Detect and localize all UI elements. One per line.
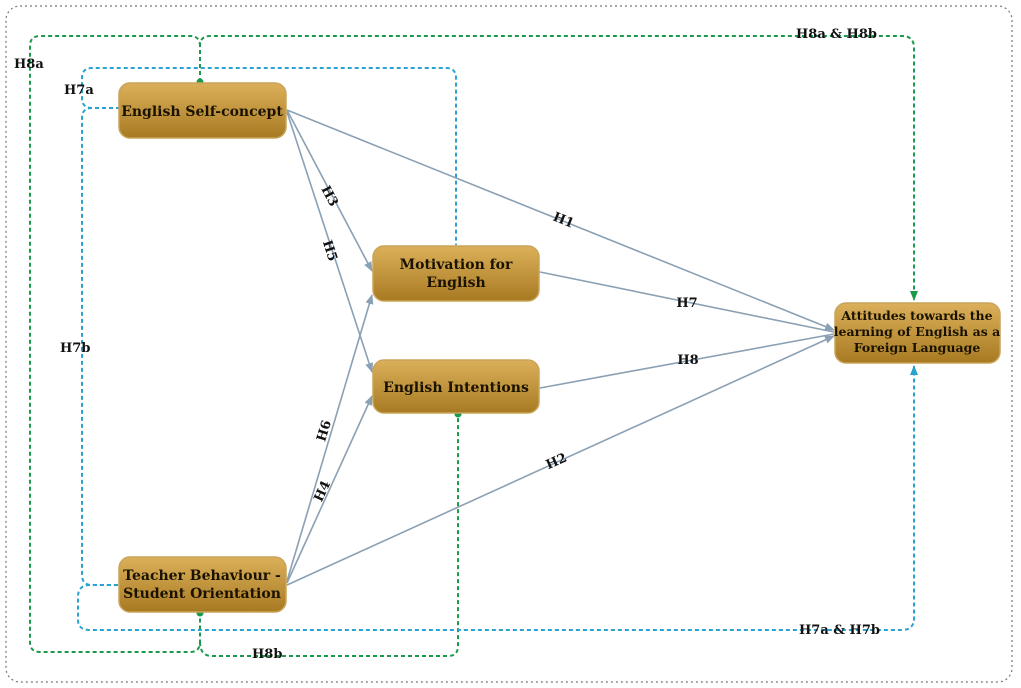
label-h2: H2 bbox=[544, 451, 570, 473]
node-motivation-for-english: Motivation for English bbox=[372, 245, 540, 302]
label-h7a: H7a bbox=[64, 83, 94, 98]
direct-arrows bbox=[286, 109, 835, 586]
node-label-line3: Foreign Language bbox=[854, 340, 981, 355]
node-label-line2: English bbox=[426, 275, 485, 291]
node-label-line2: Student Orientation bbox=[123, 586, 281, 602]
node-label-line1: Attitudes towards the bbox=[840, 308, 992, 323]
arrow-h2 bbox=[286, 335, 835, 586]
label-h5: H5 bbox=[319, 238, 340, 263]
arrow-h6 bbox=[286, 294, 374, 582]
label-h7: H7 bbox=[676, 296, 697, 311]
label-h8a-h8b: H8a & H8b bbox=[796, 27, 877, 42]
label-h7a-h7b: H7a & H7b bbox=[799, 623, 880, 638]
arrow-h5 bbox=[286, 111, 374, 373]
node-label-line2: learning of English as a bbox=[834, 324, 1000, 339]
label-h8b: H8b bbox=[252, 647, 282, 662]
node-english-intentions: English Intentions bbox=[372, 359, 540, 414]
arrow-h1 bbox=[286, 109, 835, 331]
arrow-h7 bbox=[530, 266, 835, 333]
arrow-h8 bbox=[530, 333, 835, 394]
node-label-line1: Motivation for bbox=[400, 257, 513, 273]
label-h7b: H7b bbox=[60, 341, 90, 356]
node-attitudes: Attitudes towards the learning of Englis… bbox=[834, 302, 1001, 364]
node-english-self-concept: English Self-concept bbox=[118, 82, 287, 139]
node-label-line1: Teacher Behaviour - bbox=[123, 568, 281, 584]
node-label: English Intentions bbox=[383, 380, 529, 396]
label-h4: H4 bbox=[312, 479, 335, 505]
label-h8: H8 bbox=[677, 353, 698, 368]
arrow-h3 bbox=[286, 109, 373, 272]
label-h8a: H8a bbox=[14, 57, 44, 72]
node-teacher-behaviour: Teacher Behaviour - Student Orientation bbox=[118, 556, 287, 613]
arrow-h4 bbox=[286, 395, 373, 584]
node-label: English Self-concept bbox=[121, 104, 283, 120]
label-h6: H6 bbox=[314, 419, 335, 444]
label-h1: H1 bbox=[551, 210, 576, 232]
mediation-path-h7 bbox=[77, 67, 918, 631]
